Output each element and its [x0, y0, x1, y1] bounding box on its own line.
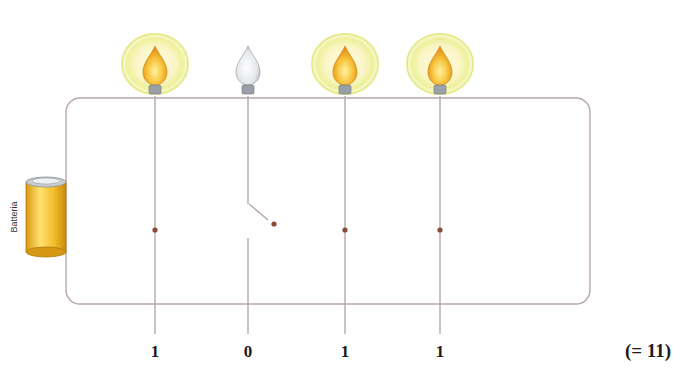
- unlit-bulb: [236, 46, 260, 94]
- bit-digit: 1: [341, 342, 350, 362]
- lit-bulb: [122, 34, 188, 94]
- switch-contacts: [152, 221, 442, 232]
- bit-digit: 1: [436, 342, 445, 362]
- decimal-value: (= 11): [625, 340, 671, 362]
- lit-bulb: [407, 34, 473, 94]
- lit-bulb: [312, 34, 378, 94]
- wire-loop: [66, 98, 590, 304]
- battery: [26, 177, 66, 257]
- branch-wires: [155, 96, 440, 334]
- bit-digit: 0: [244, 342, 253, 362]
- bit-digit: 1: [151, 342, 160, 362]
- battery-label: Batteria: [9, 201, 19, 232]
